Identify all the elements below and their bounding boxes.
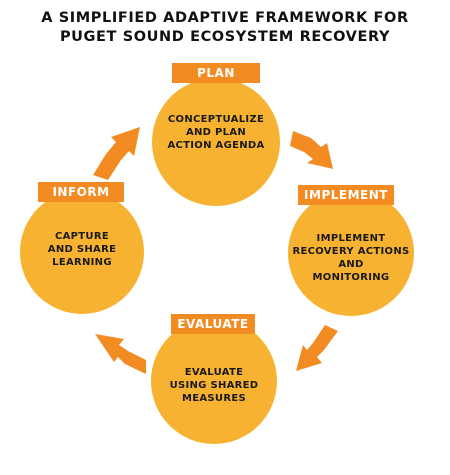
diagram-title-line-2: PUGET SOUND ECOSYSTEM RECOVERY bbox=[59, 29, 391, 45]
arrow-plan-to-implement-icon bbox=[290, 131, 333, 169]
implement-label: IMPLEMENT bbox=[298, 185, 394, 205]
evaluate-circle: EVALUATE USING SHARED MEASURES bbox=[151, 318, 277, 444]
implement-description: IMPLEMENT RECOVERY ACTIONS AND MONITORIN… bbox=[292, 233, 410, 283]
arrow-inform-to-plan-icon bbox=[93, 127, 140, 180]
plan-description: CONCEPTUALIZE AND PLAN ACTION AGENDA bbox=[167, 113, 265, 151]
plan-circle: CONCEPTUALIZE AND PLAN ACTION AGENDA bbox=[152, 78, 280, 206]
arrow-implement-to-evaluate-icon bbox=[296, 325, 338, 371]
evaluate-description: EVALUATE USING SHARED MEASURES bbox=[169, 366, 259, 404]
inform-description: CAPTURE AND SHARE LEARNING bbox=[47, 230, 117, 268]
diagram-title-line-1: A SIMPLIFIED ADAPTIVE FRAMEWORK FOR bbox=[41, 10, 409, 26]
inform-label: INFORM bbox=[38, 182, 124, 202]
evaluate-label: EVALUATE bbox=[171, 314, 255, 334]
arrow-evaluate-to-inform-icon bbox=[95, 334, 146, 374]
implement-circle: IMPLEMENT RECOVERY ACTIONS AND MONITORIN… bbox=[288, 190, 414, 316]
plan-label: PLAN bbox=[172, 63, 260, 83]
inform-circle: CAPTURE AND SHARE LEARNING bbox=[20, 190, 144, 314]
